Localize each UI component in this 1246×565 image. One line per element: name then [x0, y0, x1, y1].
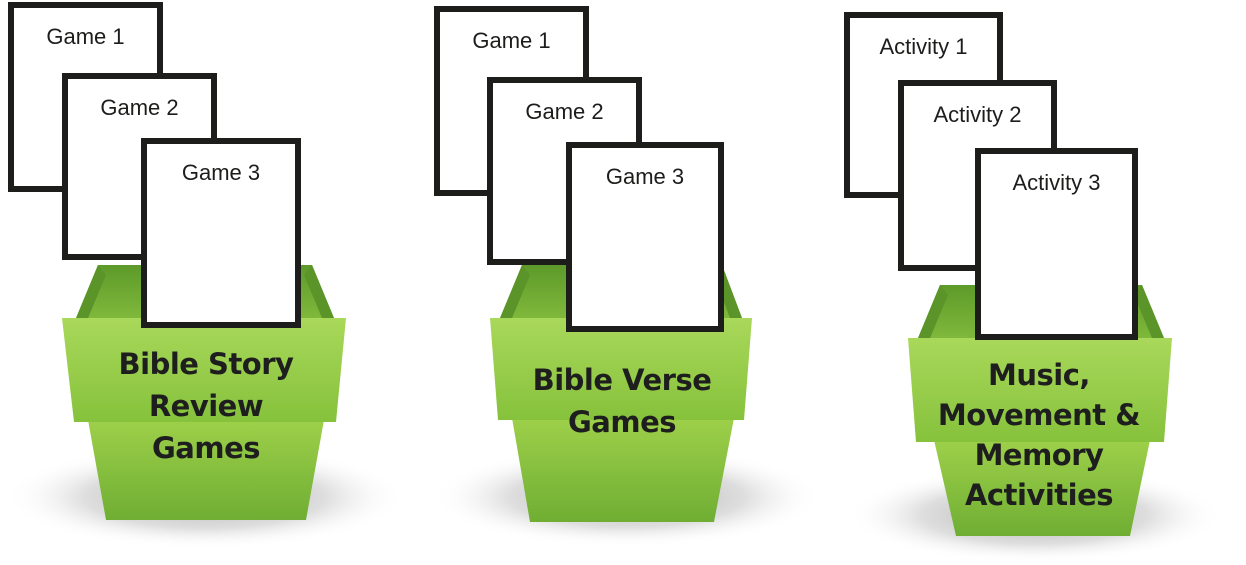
card-bin1-3: Game 3	[141, 138, 301, 328]
bin2-label-line: Games	[567, 405, 677, 439]
card-label: Activity 1	[879, 34, 968, 59]
card-label: Game 2	[525, 99, 604, 124]
bin3-label-line: Activities	[964, 478, 1114, 512]
bin-1	[5, 265, 405, 549]
bin2-label: Bible Verse Games	[494, 359, 750, 443]
bin1-label-line: Bible Story	[118, 347, 294, 381]
card-label: Game 3	[181, 160, 261, 185]
card-label: Game 1	[472, 28, 551, 53]
card-label: Activity 3	[1012, 170, 1101, 195]
card-bin2-3: Game 3	[566, 142, 724, 332]
card-label: Activity 2	[933, 102, 1022, 127]
bin1-label: Bible Story Review Games	[70, 343, 342, 469]
bin3-label-line: Movement &	[937, 398, 1141, 432]
bin3-label-line: Music,	[988, 358, 1090, 392]
bin2-label-line: Bible Verse	[532, 363, 712, 397]
bin3-label: Music, Movement & Memory Activities	[908, 355, 1170, 515]
bin3-label-line: Memory	[974, 438, 1104, 472]
card-label: Game 2	[100, 95, 179, 120]
card-bin3-3: Activity 3	[975, 148, 1138, 340]
card-label: Game 1	[46, 24, 125, 49]
bin1-label-line: Review	[148, 389, 264, 423]
bin1-label-line: Games	[151, 431, 261, 465]
card-label: Game 3	[605, 164, 685, 189]
